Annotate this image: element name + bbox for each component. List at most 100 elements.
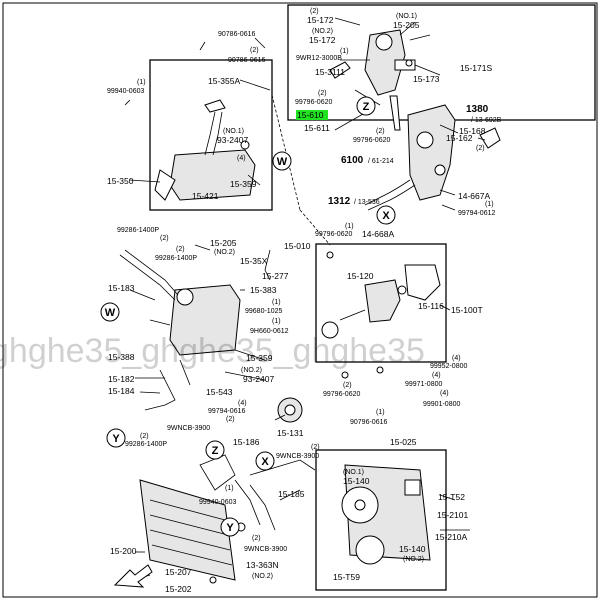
svg-text:(2): (2) [376,128,385,135]
svg-text:(2): (2) [140,433,149,440]
radiator-reservoir [119,249,241,386]
label-15-388: 15-388 [108,352,135,362]
label-99796-0620-c: 99796-0620 [315,231,352,238]
thermostat-group-box [315,243,447,363]
pump-outlet-pipe [364,179,411,206]
label-15-173: 15-173 [413,74,440,84]
label-1312: 1312 [328,196,351,207]
svg-text:(NO.2): (NO.2) [252,573,273,580]
label-99680-1025: 99680-1025 [245,308,282,315]
label-9wncb-3900-c: 9WNCB-3900 [244,546,287,553]
svg-text:(NO.2): (NO.2) [214,249,235,256]
svg-text:(2): (2) [160,235,169,242]
label-15-010: 15-010 [284,241,311,251]
thermostat-assembly [321,251,441,379]
label-14-668a: 14-668A [362,229,394,239]
label-15-172: 15-172 [307,15,334,25]
label-15-100t: 15-100T [451,305,483,315]
fan-group-box [315,449,447,591]
label-15-207: 15-207 [165,567,192,577]
label-15-543: 15-543 [206,387,233,397]
label-15-025: 15-025 [390,437,417,447]
label-15-140-a: 15-140 [343,476,370,486]
svg-text:(2): (2) [310,8,319,15]
label-15-277: 15-277 [262,271,289,281]
label-15-210a: 15-210A [435,532,467,542]
label-99901-0800: 99901-0800 [423,401,460,408]
label-90786-0616-a: 90786-0616 [218,31,255,38]
label-15-200: 15-200 [110,546,137,556]
label-15-168: 15-168 [459,126,486,136]
label-15-383: 15-383 [250,285,277,295]
label-15-185: 15-185 [278,489,305,499]
label-15-350: 15-350 [107,176,134,186]
label-15-205: 15-205 [393,20,420,30]
front-arrow-icon [113,564,153,588]
reference-mark-z-bottom: Z [205,440,225,460]
svg-text:(NO.1): (NO.1) [343,469,364,476]
svg-text:(1): (1) [225,485,234,492]
label-15-116: 15-116 [418,301,444,311]
svg-text:(2): (2) [311,444,320,451]
svg-text:(2): (2) [250,47,259,54]
label-99796-0620-d: 99796-0620 [323,391,360,398]
label-90796-0616: 90796-0616 [350,419,387,426]
svg-text:Z: Z [212,445,219,457]
svg-text:(2): (2) [226,416,235,423]
label-14-667a: 14-667A [458,191,490,201]
label-99286-1400p-a: 99286-1400P [117,227,159,234]
svg-text:(1): (1) [272,318,281,325]
svg-text:(4): (4) [440,390,449,397]
svg-text:(4): (4) [238,400,247,407]
label-99952-0800: 99952-0800 [430,363,467,370]
reference-mark-z-top: Z [356,96,376,116]
label-15-t59: 15-T59 [333,572,360,582]
label-15-172-b: 15-172 [309,35,336,45]
watermark: ghghe35_ghghe35_ghghe35 [0,332,425,370]
label-61-214: / 61-214 [368,158,394,165]
svg-text:(2): (2) [343,382,352,389]
svg-text:(1): (1) [137,79,146,86]
label-99286-1400p-c: 99286-1400P [125,441,167,448]
reference-mark-y-bottom: Y [220,517,240,537]
label-15-3111: 15-3111 [315,67,345,77]
label-15-120: 15-120 [347,271,374,281]
svg-text:(NO.2): (NO.2) [241,367,262,374]
label-9wr12-3000b: 9WR12-3000B [296,55,342,62]
label-99940-0603-b: 99940-0603 [199,499,236,506]
reference-mark-w-top: W [272,151,292,171]
radiator-core [139,479,246,584]
label-15-186: 15-186 [233,437,260,447]
label-15-131: 15-131 [277,428,304,438]
label-15-182: 15-182 [108,374,135,384]
timing-cover [407,104,501,201]
label-99971-0800: 99971-0800 [405,381,442,388]
svg-text:(NO.2): (NO.2) [312,28,333,35]
svg-text:(NO.2): (NO.2) [403,556,424,563]
reference-mark-x-mid: X [376,205,396,225]
svg-text:(2): (2) [318,90,327,97]
label-15-611: 15-611 [304,123,330,133]
svg-text:(2): (2) [176,246,185,253]
label-15-t52: 15-T52 [438,492,465,502]
label-99796-0620-b: 99796-0620 [353,137,390,144]
svg-text:(1): (1) [340,48,349,55]
label-13-536: / 13-536 [354,199,380,206]
label-15-202: 15-202 [165,584,192,594]
svg-text:W: W [277,156,288,168]
label-15-205-b: 15-205 [210,238,237,248]
svg-text:Z: Z [363,101,370,113]
highlight-15-610 [296,110,328,120]
label-15-421: 15-421 [192,191,219,201]
cooling-fan [341,464,431,565]
label-13-692b: / 13-692B [471,117,502,124]
label-15-184: 15-184 [108,386,135,396]
water-pump-group-box [287,4,596,121]
reserve-tank-group-box [149,59,273,211]
svg-text:X: X [261,456,269,468]
label-15-359-b: 15-359 [246,353,273,363]
label-99794-0612: 99794-0612 [458,210,495,217]
label-99286-1400p-b: 99286-1400P [155,255,197,262]
reserve-tank [154,99,256,201]
